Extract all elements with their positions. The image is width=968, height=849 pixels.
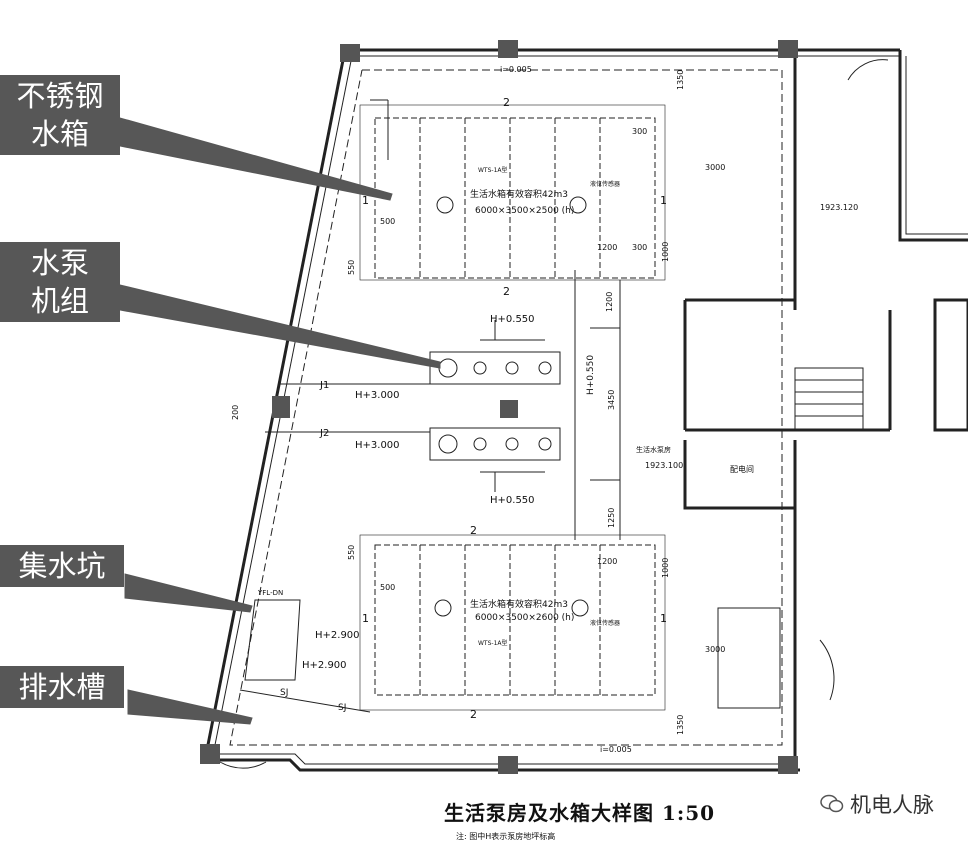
watermark: 机电人脉 [820, 789, 934, 819]
dim-500-top: 500 [380, 217, 395, 226]
callout-stainless-tank: 不锈钢 水箱 [0, 75, 120, 155]
lower-water-tank [359, 534, 666, 711]
tank-upper-label: 生活水箱有效容积42m3 [470, 188, 568, 200]
tank-lower-size: 6000×3500×2600 (h) [475, 613, 574, 623]
callout-line: 集水坑 [18, 549, 106, 583]
section-1-right-lower: 1 [660, 612, 667, 625]
dim-1350-bottom: 1350 [676, 715, 685, 735]
room-label: 配电间 [730, 464, 754, 474]
elev-pit-2: H+2.900 [302, 660, 347, 671]
drain-channel [229, 69, 783, 746]
pipe-sj-label: SJ [280, 688, 288, 698]
callout-line: 水箱 [30, 117, 89, 151]
pit-label: YFL-DN [257, 589, 283, 597]
dim-500-bottom: 500 [380, 583, 395, 592]
tank-tag-2: WTS-1A型 [478, 639, 508, 647]
dim-550-bottom: 550 [347, 545, 356, 560]
section-2-bottom: 2 [470, 708, 477, 721]
dim-3000-top: 3000 [705, 163, 725, 172]
sump-pit [244, 599, 301, 681]
section-2-top: 2 [503, 96, 510, 109]
side-rooms [219, 59, 968, 769]
callout-leaders [119, 117, 441, 725]
slope-label-bottom: i=0.005 [600, 745, 632, 754]
plan-note: 注: 图中H表示泵房地坪标高 [456, 832, 556, 841]
dim-1350-top: 1350 [676, 70, 685, 90]
pipe-j1-label: J1 [319, 380, 329, 391]
callout-drain-channel: 排水槽 [0, 666, 124, 708]
pipe-j2-label: J2 [319, 428, 329, 439]
section-2-mid: 2 [503, 285, 510, 298]
tank-upper-size: 6000×3500×2500 (h) [475, 206, 574, 216]
elev-pump-top: H+0.550 [490, 314, 535, 325]
dim-1000-top: 1000 [661, 242, 670, 262]
dim-1250: 1250 [607, 508, 616, 528]
watermark-text: 机电人脉 [850, 793, 934, 817]
elev-room-1: 1923.120 [820, 203, 858, 212]
elev-vertical: H+0.550 [586, 355, 596, 395]
dim-1000-bottom: 1000 [661, 558, 670, 578]
elev-pump-bottom: H+0.550 [490, 495, 535, 506]
dim-3000-bottom: 3000 [705, 645, 725, 654]
elev-j1: H+3.000 [355, 390, 400, 401]
dim-3450: 3450 [607, 390, 616, 410]
callout-line: 排水槽 [18, 670, 106, 704]
callout-pump-unit: 水泵 机组 [0, 242, 120, 322]
tank-lower-label: 生活水箱有效容积42m3 [470, 598, 568, 610]
level-label-bottom: 液位传感器 [590, 619, 620, 627]
section-1-left-lower: 1 [362, 612, 369, 625]
callout-sump-pit: 集水坑 [0, 545, 124, 587]
level-label-top: 液位传感器 [590, 180, 620, 188]
tank-tag: WTS-1A型 [478, 166, 508, 174]
callout-line: 不锈钢 [16, 79, 104, 113]
dim-550-top: 550 [347, 260, 356, 275]
section-2-lower: 2 [470, 524, 477, 537]
dim-200: 200 [231, 405, 240, 420]
dim-1200-vert: 1200 [605, 292, 614, 312]
dim-300-a: 300 [632, 127, 647, 136]
callout-line: 机组 [30, 284, 89, 318]
elev-room-2: 1923.100 [645, 461, 683, 470]
elev-j2: H+3.000 [355, 440, 400, 451]
dim-1200-bottom: 1200 [597, 557, 617, 566]
plan-annotations: 生活水箱有效容积42m3 6000×3500×2500 (h) 生活水箱有效容积… [231, 65, 858, 754]
dim-300-b: 300 [632, 243, 647, 252]
columns [200, 40, 798, 774]
pipe-sj-label-2: SJ [338, 703, 346, 713]
section-1-right: 1 [660, 194, 667, 207]
callout-line: 水泵 [30, 246, 89, 280]
inlet-label: 生活水泵房 [636, 445, 671, 454]
pump-set-2 [429, 427, 561, 492]
pump-set-1 [429, 320, 561, 385]
wechat-icon [820, 794, 844, 813]
elev-pit-1: H+2.900 [315, 630, 360, 641]
pipes [239, 99, 621, 713]
dim-1200-top: 1200 [597, 243, 617, 252]
plan-title: 生活泵房及水箱大样图 1:50 [444, 801, 716, 825]
slope-label-top: i=0.005 [500, 65, 532, 74]
section-1-left: 1 [362, 194, 369, 207]
